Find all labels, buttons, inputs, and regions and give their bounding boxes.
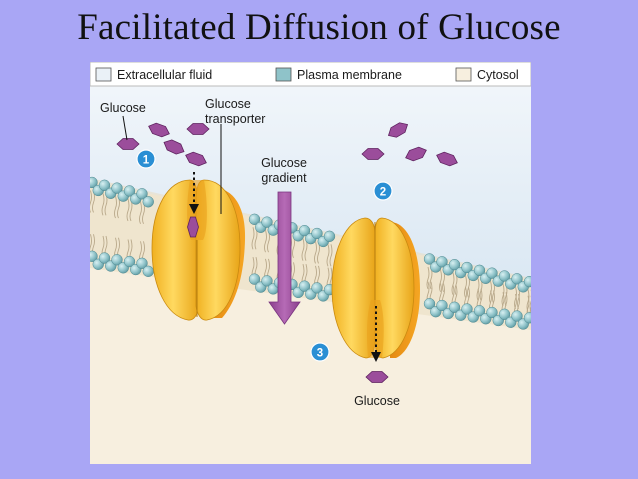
legend-label-membrane: Plasma membrane (297, 68, 402, 82)
transporter-label-line2: transporter (205, 112, 265, 126)
diagram-figure: Extracellular fluid Plasma membrane Cyto… (90, 62, 531, 464)
transport-arrow-3 (371, 306, 381, 362)
glucose-transporter-2 (331, 217, 420, 359)
transport-arrow-1 (189, 172, 199, 214)
diagram-canvas: Extracellular fluid Plasma membrane Cyto… (90, 62, 531, 464)
legend-item-extracellular: Extracellular fluid (95, 67, 212, 82)
gradient-label-line2: gradient (261, 171, 307, 185)
glucose-label-pointer (122, 115, 128, 141)
glucose-molecule (163, 139, 185, 155)
glucose-label-top: Glucose (100, 101, 146, 115)
glucose-molecule (405, 146, 427, 162)
step-badge-1: 1 (136, 149, 156, 169)
glucose-molecule (148, 122, 170, 138)
slide-title: Facilitated Diffusion of Glucose (77, 7, 561, 48)
extracellular-region (90, 62, 531, 280)
legend-item-membrane: Plasma membrane (275, 67, 402, 82)
step-number-2: 2 (380, 187, 386, 199)
step-badge-3: 3 (310, 342, 330, 362)
legend-label-cytosol: Cytosol (477, 68, 519, 82)
legend: Extracellular fluid Plasma membrane Cyto… (90, 62, 531, 87)
glucose-molecule (116, 138, 140, 150)
step-badge-2: 2 (373, 181, 393, 201)
glucose-transporter-1 (151, 179, 246, 321)
glucose-molecule-cytosol (365, 371, 389, 383)
glucose-molecule (185, 151, 207, 167)
legend-label-extracellular: Extracellular fluid (117, 68, 212, 82)
glucose-molecule (361, 148, 385, 160)
glucose-molecule (436, 151, 458, 167)
transporter-label-line1: Glucose (205, 97, 251, 111)
glucose-molecule (186, 123, 210, 135)
step-number-1: 1 (143, 155, 150, 167)
glucose-molecule-in-transporter (187, 216, 199, 238)
glucose-gradient-arrow (268, 191, 301, 325)
glucose-molecule (387, 122, 409, 138)
gradient-label-line1: Glucose (261, 156, 307, 170)
step-number-3: 3 (317, 348, 323, 360)
legend-item-cytosol: Cytosol (455, 67, 519, 82)
glucose-label-bottom: Glucose (354, 394, 400, 408)
glucose-molecules (116, 122, 458, 383)
